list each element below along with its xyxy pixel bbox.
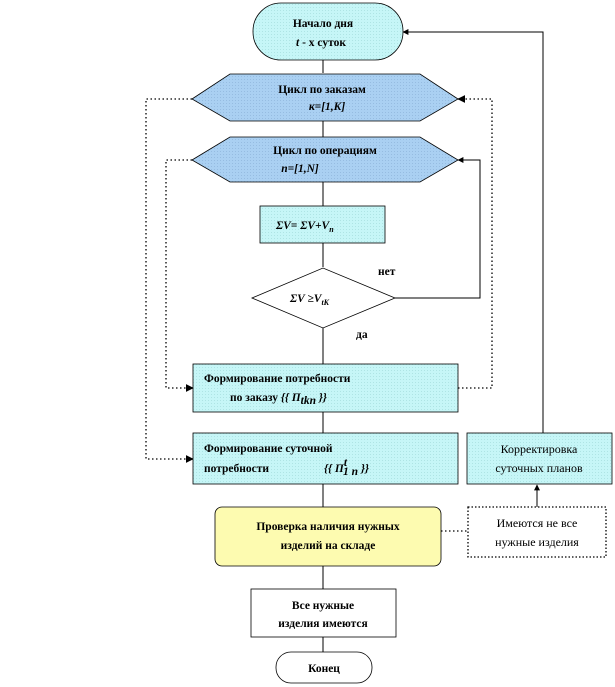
- loop-orders-hexagon: [191, 73, 459, 122]
- decision-yes-label: да: [356, 329, 368, 341]
- node-not-all: Имеются не все нужные изделия: [467, 506, 607, 558]
- check-stock-box: [214, 506, 442, 567]
- form-daily-formula: {{ П: [324, 463, 345, 475]
- decision-no-label: нет: [378, 266, 396, 278]
- form-order-sub: tkn: [301, 395, 316, 407]
- node-sum: ΣV= ΣV+Vn: [259, 205, 386, 244]
- form-order-pre: по заказу: [230, 392, 281, 404]
- form-daily-box: [192, 432, 459, 485]
- form-daily-line1: Формирование суточной: [204, 443, 333, 455]
- check-stock-line1: Проверка наличия нужных: [256, 521, 400, 533]
- form-order-post: }}: [316, 392, 327, 404]
- node-all-present: Все нужные изделия имеются: [250, 588, 397, 638]
- loop-orders-line1: Цикл по заказам: [278, 84, 366, 96]
- decision-formula: ΣV ≥VtK: [289, 293, 330, 307]
- start-terminal: [252, 2, 404, 61]
- not-all-box: [467, 506, 607, 558]
- start-var: t: [296, 37, 300, 49]
- connectors: [145, 29, 544, 652]
- node-end: Конец: [275, 651, 373, 684]
- connector-correction-start: [402, 29, 544, 433]
- all-present-box: [250, 588, 397, 638]
- start-line1: Начало дня: [293, 18, 353, 30]
- form-order-line2: по заказу {{ Пtkn }}: [230, 392, 327, 407]
- end-label: Конец: [308, 663, 340, 675]
- correction-line2: суточных планов: [495, 461, 583, 475]
- sum-box: [259, 205, 386, 244]
- decision-sub: tK: [321, 298, 329, 307]
- node-check-stock: Проверка наличия нужных изделий на склад…: [214, 506, 442, 567]
- form-daily-post: }}: [358, 463, 369, 475]
- correction-line1: Корректировка: [501, 442, 578, 456]
- decision-text: ΣV ≥V: [289, 293, 323, 305]
- check-stock-line2: изделий на складе: [281, 540, 376, 552]
- loop-ops-line2: n=[1,N]: [281, 163, 319, 175]
- start-line2: t - х суток: [296, 37, 346, 49]
- loop-ops-line1: Цикл по операциям: [273, 145, 377, 157]
- connector-no-loop2: [395, 157, 481, 299]
- connector-loop1-form2: [145, 98, 194, 463]
- form-daily-sub: 1 n: [343, 466, 358, 478]
- node-decision: ΣV ≥VtK нет да: [250, 266, 397, 341]
- loop-orders-line2: к=[1,K]: [309, 101, 346, 113]
- start-rest: - х суток: [299, 37, 346, 49]
- form-order-formula: {{ П: [281, 392, 302, 404]
- all-present-line1: Все нужные: [292, 600, 354, 612]
- form-daily-sup: t: [344, 457, 348, 469]
- sum-text: ΣV= ΣV+V: [275, 220, 331, 232]
- sum-formula: ΣV= ΣV+Vn: [275, 220, 334, 234]
- node-form-order: Формирование потребности по заказу {{ Пt…: [192, 363, 459, 413]
- form-daily-pre: потребности: [204, 463, 269, 475]
- sum-sub: n: [329, 225, 334, 234]
- node-loop-orders: Цикл по заказам к=[1,K]: [191, 73, 459, 122]
- end-terminal: [275, 651, 373, 684]
- all-present-line2: изделия имеются: [278, 618, 367, 630]
- node-correction: Корректировка суточных планов: [466, 432, 613, 485]
- form-order-line1: Формирование потребности: [204, 373, 351, 385]
- node-loop-ops: Цикл по операциям n=[1,N]: [191, 136, 459, 183]
- not-all-line1: Имеются не все: [497, 516, 578, 530]
- correction-box: [466, 432, 613, 485]
- form-order-box: [192, 363, 459, 413]
- node-start: Начало дня t - х суток: [252, 2, 404, 61]
- not-all-line2: нужные изделия: [495, 535, 579, 549]
- loop-ops-hexagon: [191, 136, 459, 183]
- connector-form1-loop1: [457, 95, 493, 389]
- connector-loop2-form1: [165, 159, 194, 392]
- decision-diamond: [250, 267, 397, 329]
